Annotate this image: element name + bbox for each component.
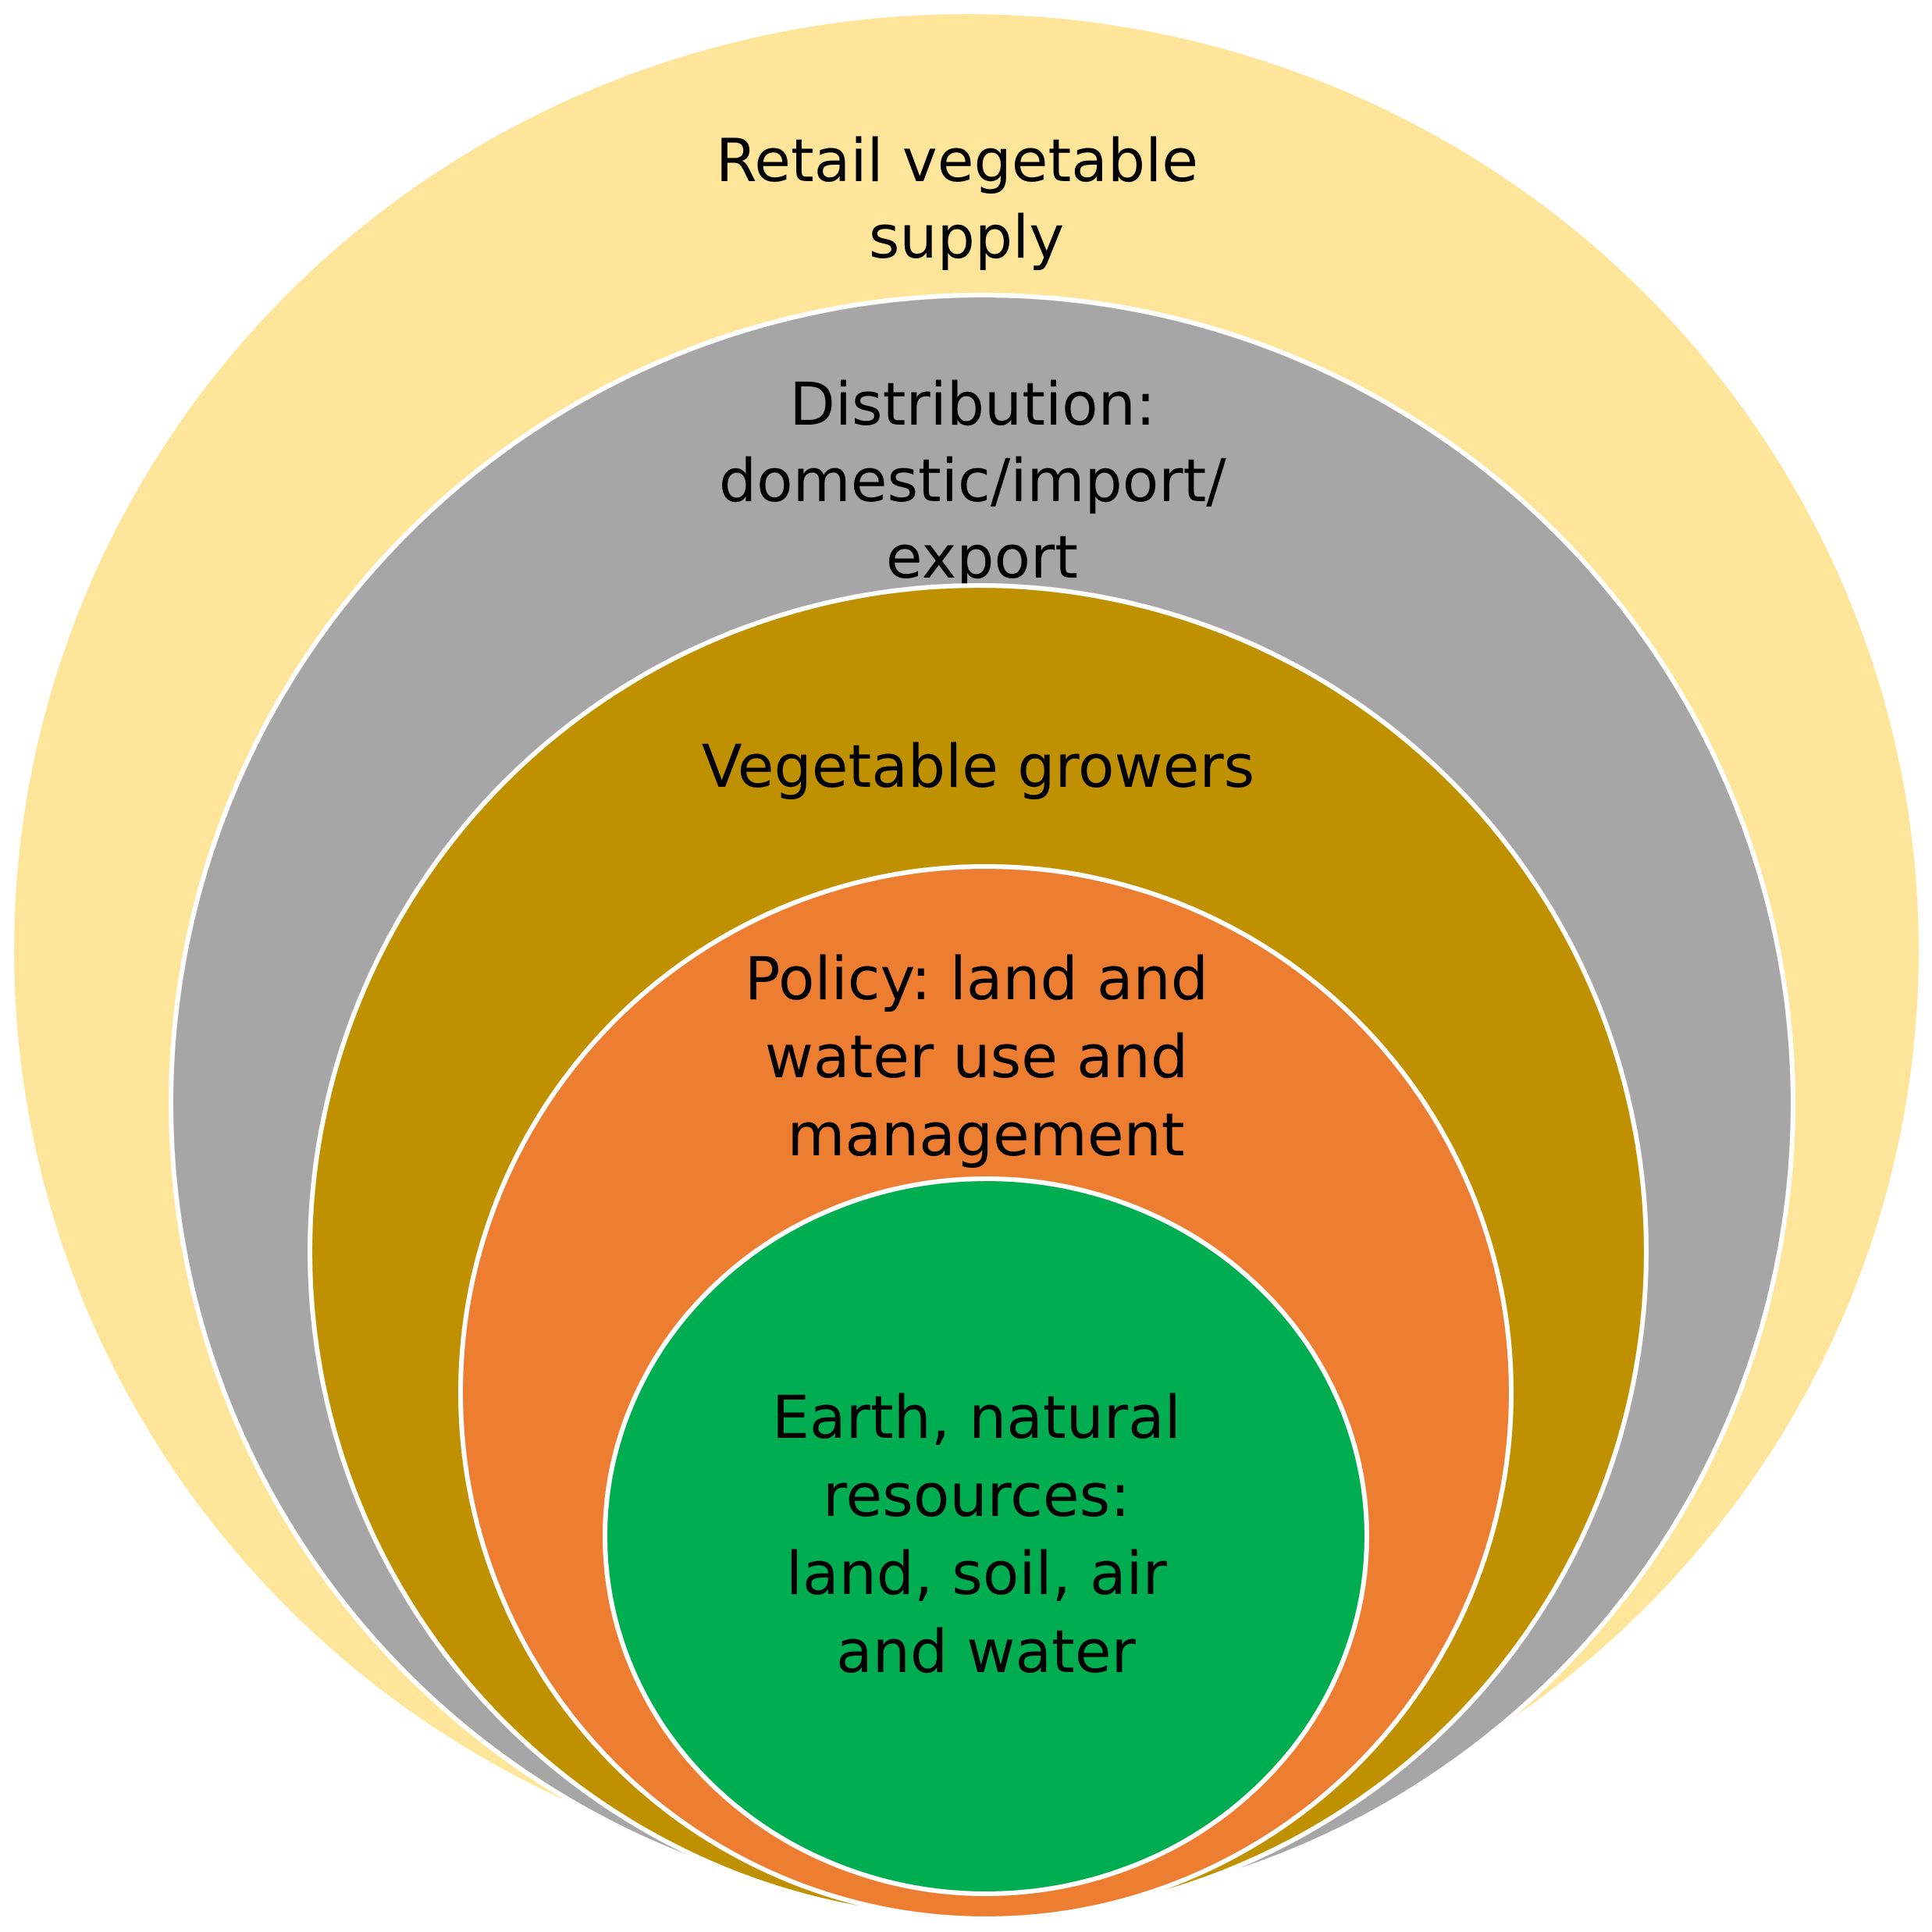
ring-earth-shape — [603, 1176, 1369, 1896]
ring-growers-label: Vegetable growers — [702, 731, 1255, 801]
ring-policy-label: Policy: land and water use and managemen… — [745, 944, 1227, 1169]
ring-distribution-label: Distribution: domestic/import/ export — [719, 369, 1245, 592]
ring-earth: Earth, natural resources: land, soil, ai… — [603, 1176, 1369, 1896]
ring-retail-label: Retail vegetable supply — [716, 126, 1217, 272]
ring-earth-label: Earth, natural resources: land, soil, ai… — [772, 1382, 1200, 1686]
